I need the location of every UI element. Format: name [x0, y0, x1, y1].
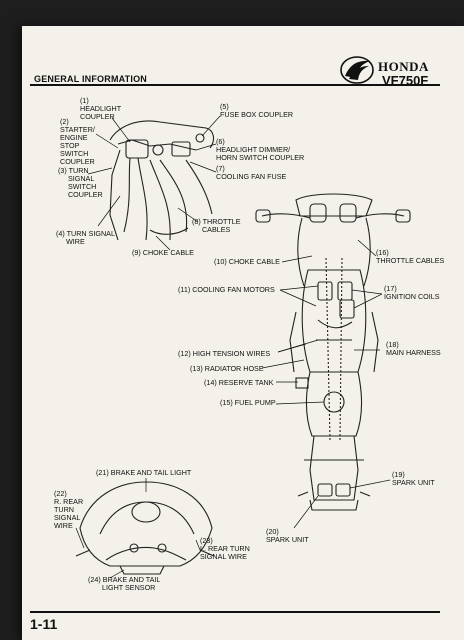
honda-wing-icon — [340, 56, 374, 84]
callout-ignition-coils: (17) IGNITION COILS — [384, 284, 440, 301]
callout-turn-signal-switch-coupler: (3) TURN SIGNAL SWITCH COUPLER — [58, 166, 103, 199]
callout-choke-cable-right: (10) CHOKE CABLE — [214, 257, 280, 266]
callout-high-tension-wires: (12) HIGH TENSION WIRES — [178, 349, 271, 358]
footer-rule — [30, 611, 440, 613]
callout-spark-unit-right: (19) SPARK UNIT — [392, 470, 435, 487]
callout-choke-cable-left: (9) CHOKE CABLE — [132, 248, 194, 257]
brand-name: HONDA — [378, 59, 429, 74]
handlebar-area-illustration — [109, 120, 215, 241]
leader-lines — [75, 115, 391, 579]
callout-brake-and-tail-light-sensor: (24) BRAKE AND TAIL LIGHT SENSOR — [88, 575, 161, 592]
callout-throttle-cables-right: (16) THROTTLE CABLES — [376, 248, 445, 265]
callout-headlight-dimmer-horn-switch-coupler: (6) HEADLIGHT DIMMER/ HORN SWITCH COUPLE… — [216, 137, 305, 162]
callout-cooling-fan-motors: (11) COOLING FAN MOTORS — [178, 285, 275, 294]
callout-headlight-coupler: (1) HEADLIGHT COUPLER — [80, 96, 122, 121]
section-title: GENERAL INFORMATION — [34, 74, 147, 84]
callout-radiator-hose: (13) RADIATOR HOSE — [190, 364, 264, 373]
manual-sheet — [22, 26, 464, 640]
page-number: 1-11 — [30, 616, 58, 632]
callout-right-rear-turn-signal-wire: (22) R. REAR TURN SIGNAL WIRE — [54, 489, 84, 530]
callout-fuel-pump: (15) FUEL PUMP — [220, 398, 276, 407]
callout-throttle-cables-left: (8) THROTTLE CABLES — [192, 217, 241, 234]
callout-main-harness: (18) MAIN HARNESS — [386, 340, 441, 357]
callout-fuse-box-coupler: (5) FUSE BOX COUPLER — [220, 102, 294, 119]
callout-starter-engine-stop-switch-coupler: (2) STARTER/ ENGINE STOP SWITCH COUPLER — [60, 117, 95, 166]
callout-brake-and-tail-light: (21) BRAKE AND TAIL LIGHT — [96, 468, 192, 477]
header-rule — [30, 84, 440, 86]
callout-turn-signal-wire: (4) TURN SIGNAL WIRE — [56, 229, 115, 246]
tail-area-illustration — [75, 481, 215, 575]
motorcycle-top-view — [255, 193, 411, 511]
callout-spark-unit-left: (20) SPARK UNIT — [266, 527, 309, 544]
callout-reserve-tank: (14) RESERVE TANK — [204, 378, 274, 387]
callout-cooling-fan-fuse: (7) COOLING FAN FUSE — [216, 164, 287, 181]
callout-left-rear-turn-signal-wire: (23) L. REAR TURN SIGNAL WIRE — [200, 536, 250, 561]
